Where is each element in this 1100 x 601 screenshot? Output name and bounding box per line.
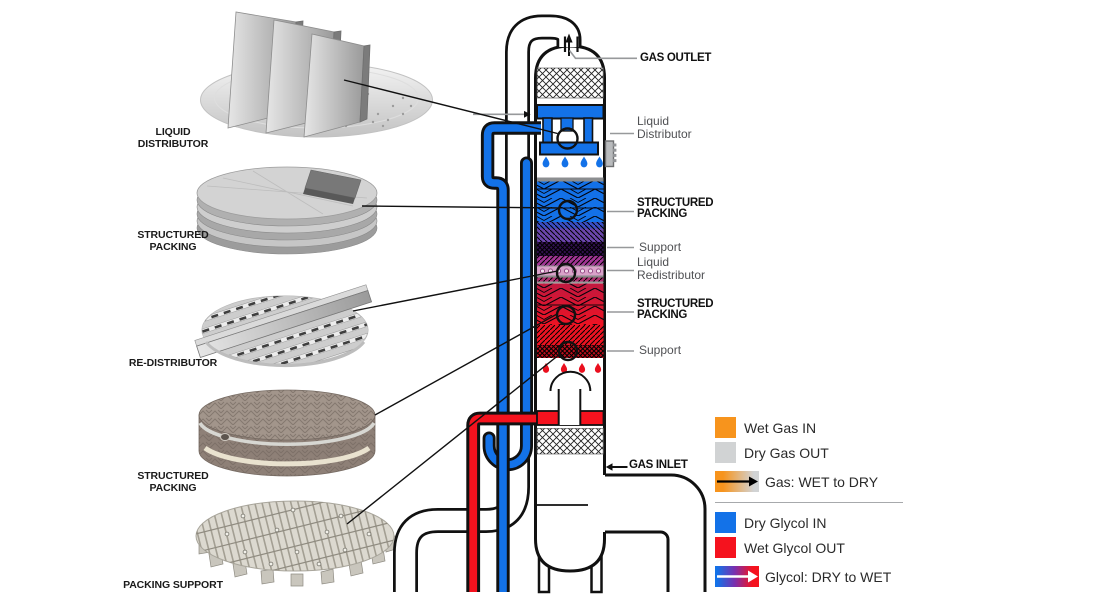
legend-label: Gas: WET to DRY bbox=[765, 473, 879, 490]
gas-gradient-arrow-icon bbox=[715, 471, 759, 492]
structured-packing-red bbox=[537, 283, 604, 345]
gas-inlet-arrow bbox=[605, 463, 628, 471]
wet-glycol-swatch bbox=[715, 537, 736, 558]
callout-lines bbox=[343, 79, 561, 525]
dry-gas-swatch bbox=[715, 442, 736, 463]
drum-hole bbox=[220, 433, 230, 441]
label-gas-outlet: GAS OUTLET bbox=[640, 52, 712, 64]
glycol-droplets bbox=[542, 156, 603, 168]
structured-packing-blue bbox=[537, 181, 604, 242]
label-re-distributor-photo: RE-DISTRIBUTOR bbox=[128, 357, 218, 369]
re-distributor-photo bbox=[194, 284, 373, 368]
legend-label: Dry Glycol IN bbox=[744, 514, 827, 531]
structured-packing-lower-photo bbox=[198, 389, 376, 477]
drum-rim bbox=[203, 445, 371, 467]
label-structured-packing-lower-photo: STRUCTURED PACKING bbox=[137, 470, 209, 494]
label-liquid-redistributor: Liquid Redistributor bbox=[637, 255, 706, 282]
label-structured-packing-upper-photo: STRUCTURED PACKING bbox=[137, 229, 209, 253]
legend-item-gas-wet-to-dry: Gas: WET to DRY bbox=[715, 471, 878, 492]
rivets bbox=[224, 507, 372, 567]
legend-item-dry-gas: Dry Gas OUT bbox=[715, 442, 829, 463]
mist-eliminator-top bbox=[536, 67, 604, 99]
distributor-nozzle-flange bbox=[604, 140, 617, 168]
legend-item-wet-gas: Wet Gas IN bbox=[715, 417, 816, 438]
liquid-redistributor-internal bbox=[537, 256, 604, 284]
label-liquid-distributor-photo: LIQUID DISTRIBUTOR bbox=[137, 126, 209, 150]
label-support-upper: Support bbox=[639, 240, 682, 254]
callout-circles bbox=[555, 127, 579, 362]
liquid-distributor-photo bbox=[200, 11, 433, 138]
gas-inlet-pipe bbox=[605, 473, 707, 592]
dry-glycol-inlet-pipe bbox=[480, 121, 541, 592]
structured-packing-upper-photo bbox=[196, 166, 378, 255]
glycol-gradient-arrow-icon bbox=[715, 566, 759, 587]
legend-label: Wet Gas IN bbox=[744, 419, 817, 436]
label-liquid-distributor: Liquid Distributor bbox=[637, 114, 692, 141]
label-structured-packing-upper: STRUCTURED PACKING bbox=[637, 197, 714, 220]
legend-item-wet-glycol: Wet Glycol OUT bbox=[715, 537, 845, 558]
redistributor-beam bbox=[194, 284, 373, 359]
distributor-vanes bbox=[227, 11, 371, 138]
label-structured-packing-lower: STRUCTURED PACKING bbox=[637, 298, 714, 321]
support-band-lower bbox=[537, 345, 604, 358]
wet-glycol-droplets bbox=[542, 363, 602, 373]
legend-divider bbox=[715, 502, 903, 503]
vapor-chimney bbox=[549, 370, 592, 425]
vessel-outline bbox=[534, 44, 606, 573]
packing-support-plate-top bbox=[537, 177, 604, 182]
legend-label: Glycol: DRY to WET bbox=[765, 568, 892, 585]
gas-outlet-pipe bbox=[393, 14, 582, 592]
label-packing-support-photo: PACKING SUPPORT bbox=[123, 579, 223, 591]
mist-pad-bottom bbox=[536, 428, 604, 455]
label-leader-lines bbox=[568, 50, 637, 352]
dry-glycol-swatch bbox=[715, 512, 736, 533]
label-gas-inlet: GAS INLET bbox=[629, 459, 688, 471]
label-support-lower: Support bbox=[639, 343, 682, 357]
wet-gas-swatch bbox=[715, 417, 736, 438]
legend-item-glycol-dry-to-wet: Glycol: DRY to WET bbox=[715, 566, 891, 587]
support-band-upper bbox=[537, 242, 604, 256]
drum-band bbox=[198, 422, 376, 446]
legend-label: Wet Glycol OUT bbox=[744, 539, 845, 556]
gas-outlet-arrow bbox=[565, 33, 573, 56]
legend-item-dry-glycol: Dry Glycol IN bbox=[715, 512, 826, 533]
legend-label: Dry Gas OUT bbox=[744, 444, 829, 461]
gas-outlet-stub bbox=[563, 36, 579, 52]
